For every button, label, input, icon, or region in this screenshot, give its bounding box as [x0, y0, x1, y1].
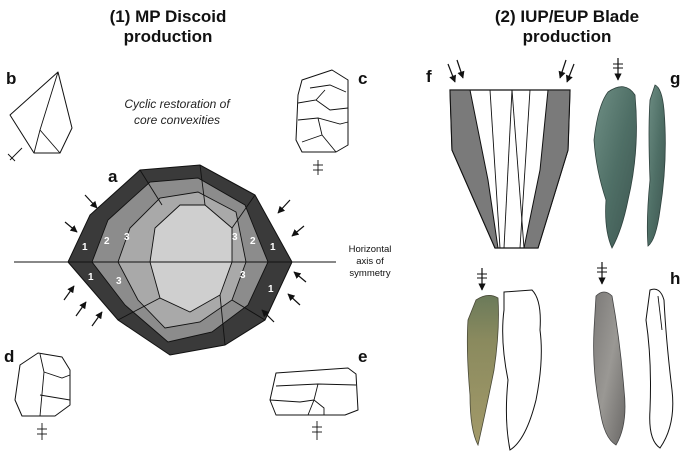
discoid-core: [67, 164, 293, 356]
removal-number-3: 3: [124, 232, 130, 243]
panel-letter-a: a: [108, 167, 118, 186]
heading-right-line1: (2) IUP/EUP Blade: [495, 7, 639, 26]
blade-core: [449, 89, 571, 249]
removal-number-4: 3: [232, 232, 238, 243]
removal-number-7: 1: [88, 272, 94, 283]
heading-right-line2: production: [523, 27, 612, 46]
removal-number-6: 1: [270, 242, 276, 253]
heading-left-line1: (1) MP Discoid: [110, 7, 227, 26]
panel-e-sketch: [269, 367, 359, 440]
removal-number-9: 3: [240, 270, 246, 281]
blade-core-arrows: [447, 59, 575, 83]
panel-d-sketch: [14, 352, 71, 440]
caption-line2: core convexities: [134, 113, 220, 127]
removal-number-2: 2: [104, 236, 110, 247]
panel-letter-h: h: [670, 269, 680, 288]
panel-letter-c: c: [358, 69, 367, 88]
blade-photo-g: [593, 58, 666, 249]
axis-label-line3: symmetry: [349, 268, 390, 279]
panel-letter-b: b: [6, 69, 16, 88]
core-removal-arrows: [63, 194, 307, 327]
heading-left-line2: production: [124, 27, 213, 46]
panel-c-sketch: [295, 69, 349, 175]
panel-letter-g: g: [670, 69, 680, 88]
panel-letter-e: e: [358, 347, 367, 366]
panel-letter-d: d: [4, 347, 14, 366]
removal-number-8: 3: [116, 276, 122, 287]
removal-number-5: 2: [250, 236, 256, 247]
axis-label-line1: Horizontal: [349, 244, 392, 255]
removal-number-10: 1: [268, 284, 274, 295]
panel-letter-f: f: [426, 67, 432, 86]
axis-label-line2: axis of: [356, 256, 384, 267]
caption-line1: Cyclic restoration of: [124, 97, 231, 111]
removal-number-1: 1: [82, 242, 88, 253]
blade-photo-h: [593, 262, 674, 449]
panel-b-sketch: [7, 71, 73, 162]
blade-photo-brown: [466, 268, 542, 451]
